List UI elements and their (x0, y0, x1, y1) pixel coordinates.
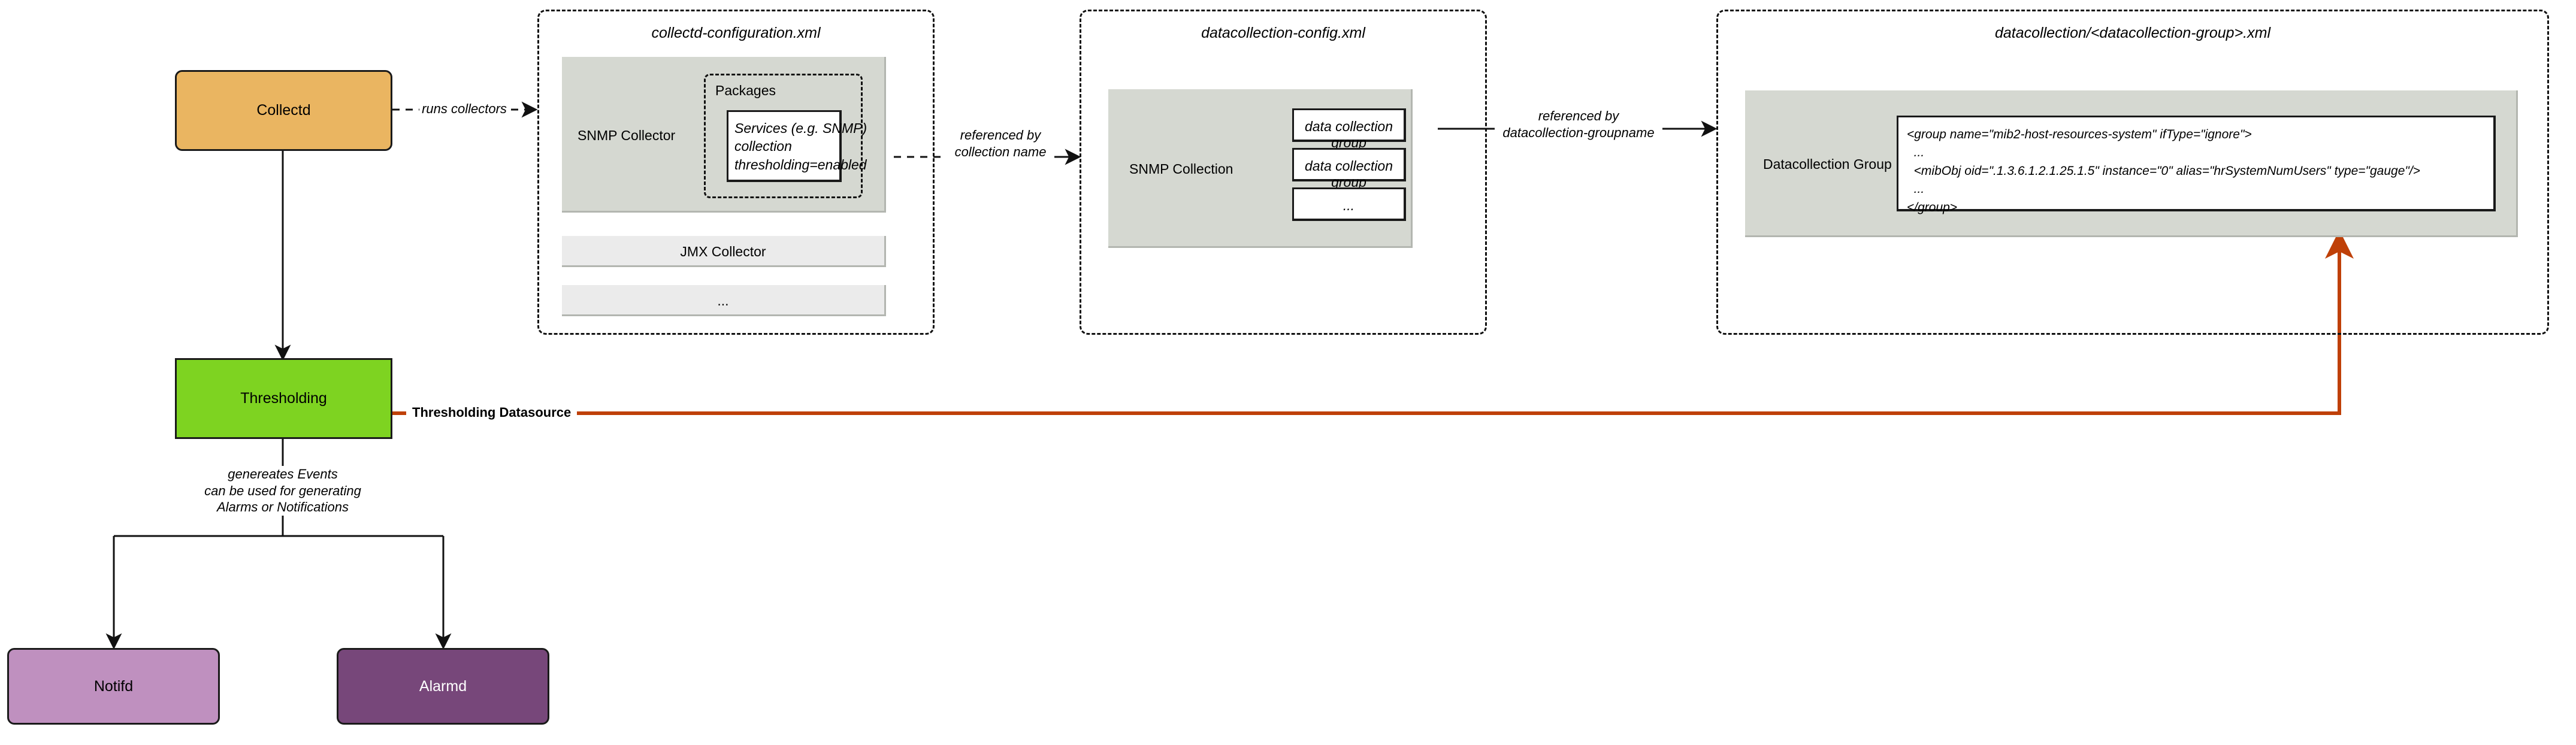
box-datacollection-group-xml-snippet[interactable]: <group name="mib2-host-resources-system"… (1897, 116, 2496, 214)
panel-datacollection-group[interactable]: Datacollection Group <group name="mib2-h… (1745, 90, 2518, 237)
group-packages: Packages Services (e.g. SNMP) collection… (704, 74, 867, 198)
container-datacollection-group-xml: datacollection/<datacollection-group>.xm… (1716, 10, 2549, 335)
container-datacollection-config-xml: datacollection-config.xml SNMP Collectio… (1080, 10, 1487, 335)
node-notifd-label: Notifd (93, 677, 134, 695)
panel-more-collectors-label: ... (717, 293, 729, 308)
box-data-collection-group-more-label: ... (1343, 198, 1355, 213)
box-data-collection-group-2[interactable]: data collection group (1292, 148, 1406, 190)
panel-snmp-collection[interactable]: SNMP Collection data collection group da… (1108, 89, 1413, 248)
box-data-collection-group-1[interactable]: data collection group (1292, 108, 1406, 150)
edge-label-runs-collectors: runs collectors (419, 101, 509, 117)
node-collectd[interactable]: Collectd (175, 70, 392, 151)
container-collectd-configuration-xml: collectd-configuration.xml SNMP Collecto… (537, 10, 935, 335)
group-packages-label: Packages (715, 83, 776, 98)
box-services-collection[interactable]: Services (e.g. SNMP) collection threshol… (727, 110, 867, 182)
node-thresholding-label: Thresholding (240, 390, 327, 407)
edge-label-referenced-by-groupname: referenced by datacollection-groupname (1495, 108, 1662, 141)
box-data-collection-group-1-label: data collection group (1304, 119, 1393, 150)
box-datacollection-group-xml-snippet-code: <group name="mib2-host-resources-system"… (1907, 128, 2420, 214)
node-collectd-label: Collectd (256, 102, 311, 119)
container-datacollection-config-title: datacollection-config.xml (1201, 25, 1365, 41)
panel-snmp-collector-label: SNMP Collector (578, 128, 676, 143)
edge-label-generates-events: genereates Events can be used for genera… (187, 466, 379, 516)
box-services-collection-text: Services (e.g. SNMP) collection threshol… (734, 120, 867, 172)
panel-datacollection-group-label: Datacollection Group (1763, 156, 1892, 172)
box-data-collection-group-more[interactable]: ... (1292, 187, 1406, 221)
node-alarmd-label: Alarmd (419, 677, 467, 695)
panel-jmx-collector[interactable]: JMX Collector (562, 236, 886, 267)
edge-label-thresholding-datasource: Thresholding Datasource (406, 405, 578, 420)
edge-label-referenced-by-collection-name: referenced by collection name (947, 127, 1054, 160)
panel-snmp-collector[interactable]: SNMP Collector Packages Services (e.g. S… (562, 57, 886, 213)
node-notifd[interactable]: Notifd (7, 648, 220, 725)
panel-more-collectors[interactable]: ... (562, 285, 886, 316)
node-thresholding[interactable]: Thresholding (175, 358, 392, 439)
container-datacollection-group-title: datacollection/<datacollection-group>.xm… (1995, 25, 2270, 41)
panel-jmx-collector-label: JMX Collector (680, 244, 766, 259)
box-data-collection-group-2-label: data collection group (1304, 158, 1393, 190)
container-collectd-configuration-title: collectd-configuration.xml (651, 25, 821, 41)
node-alarmd[interactable]: Alarmd (337, 648, 549, 725)
panel-snmp-collection-label: SNMP Collection (1129, 161, 1233, 177)
